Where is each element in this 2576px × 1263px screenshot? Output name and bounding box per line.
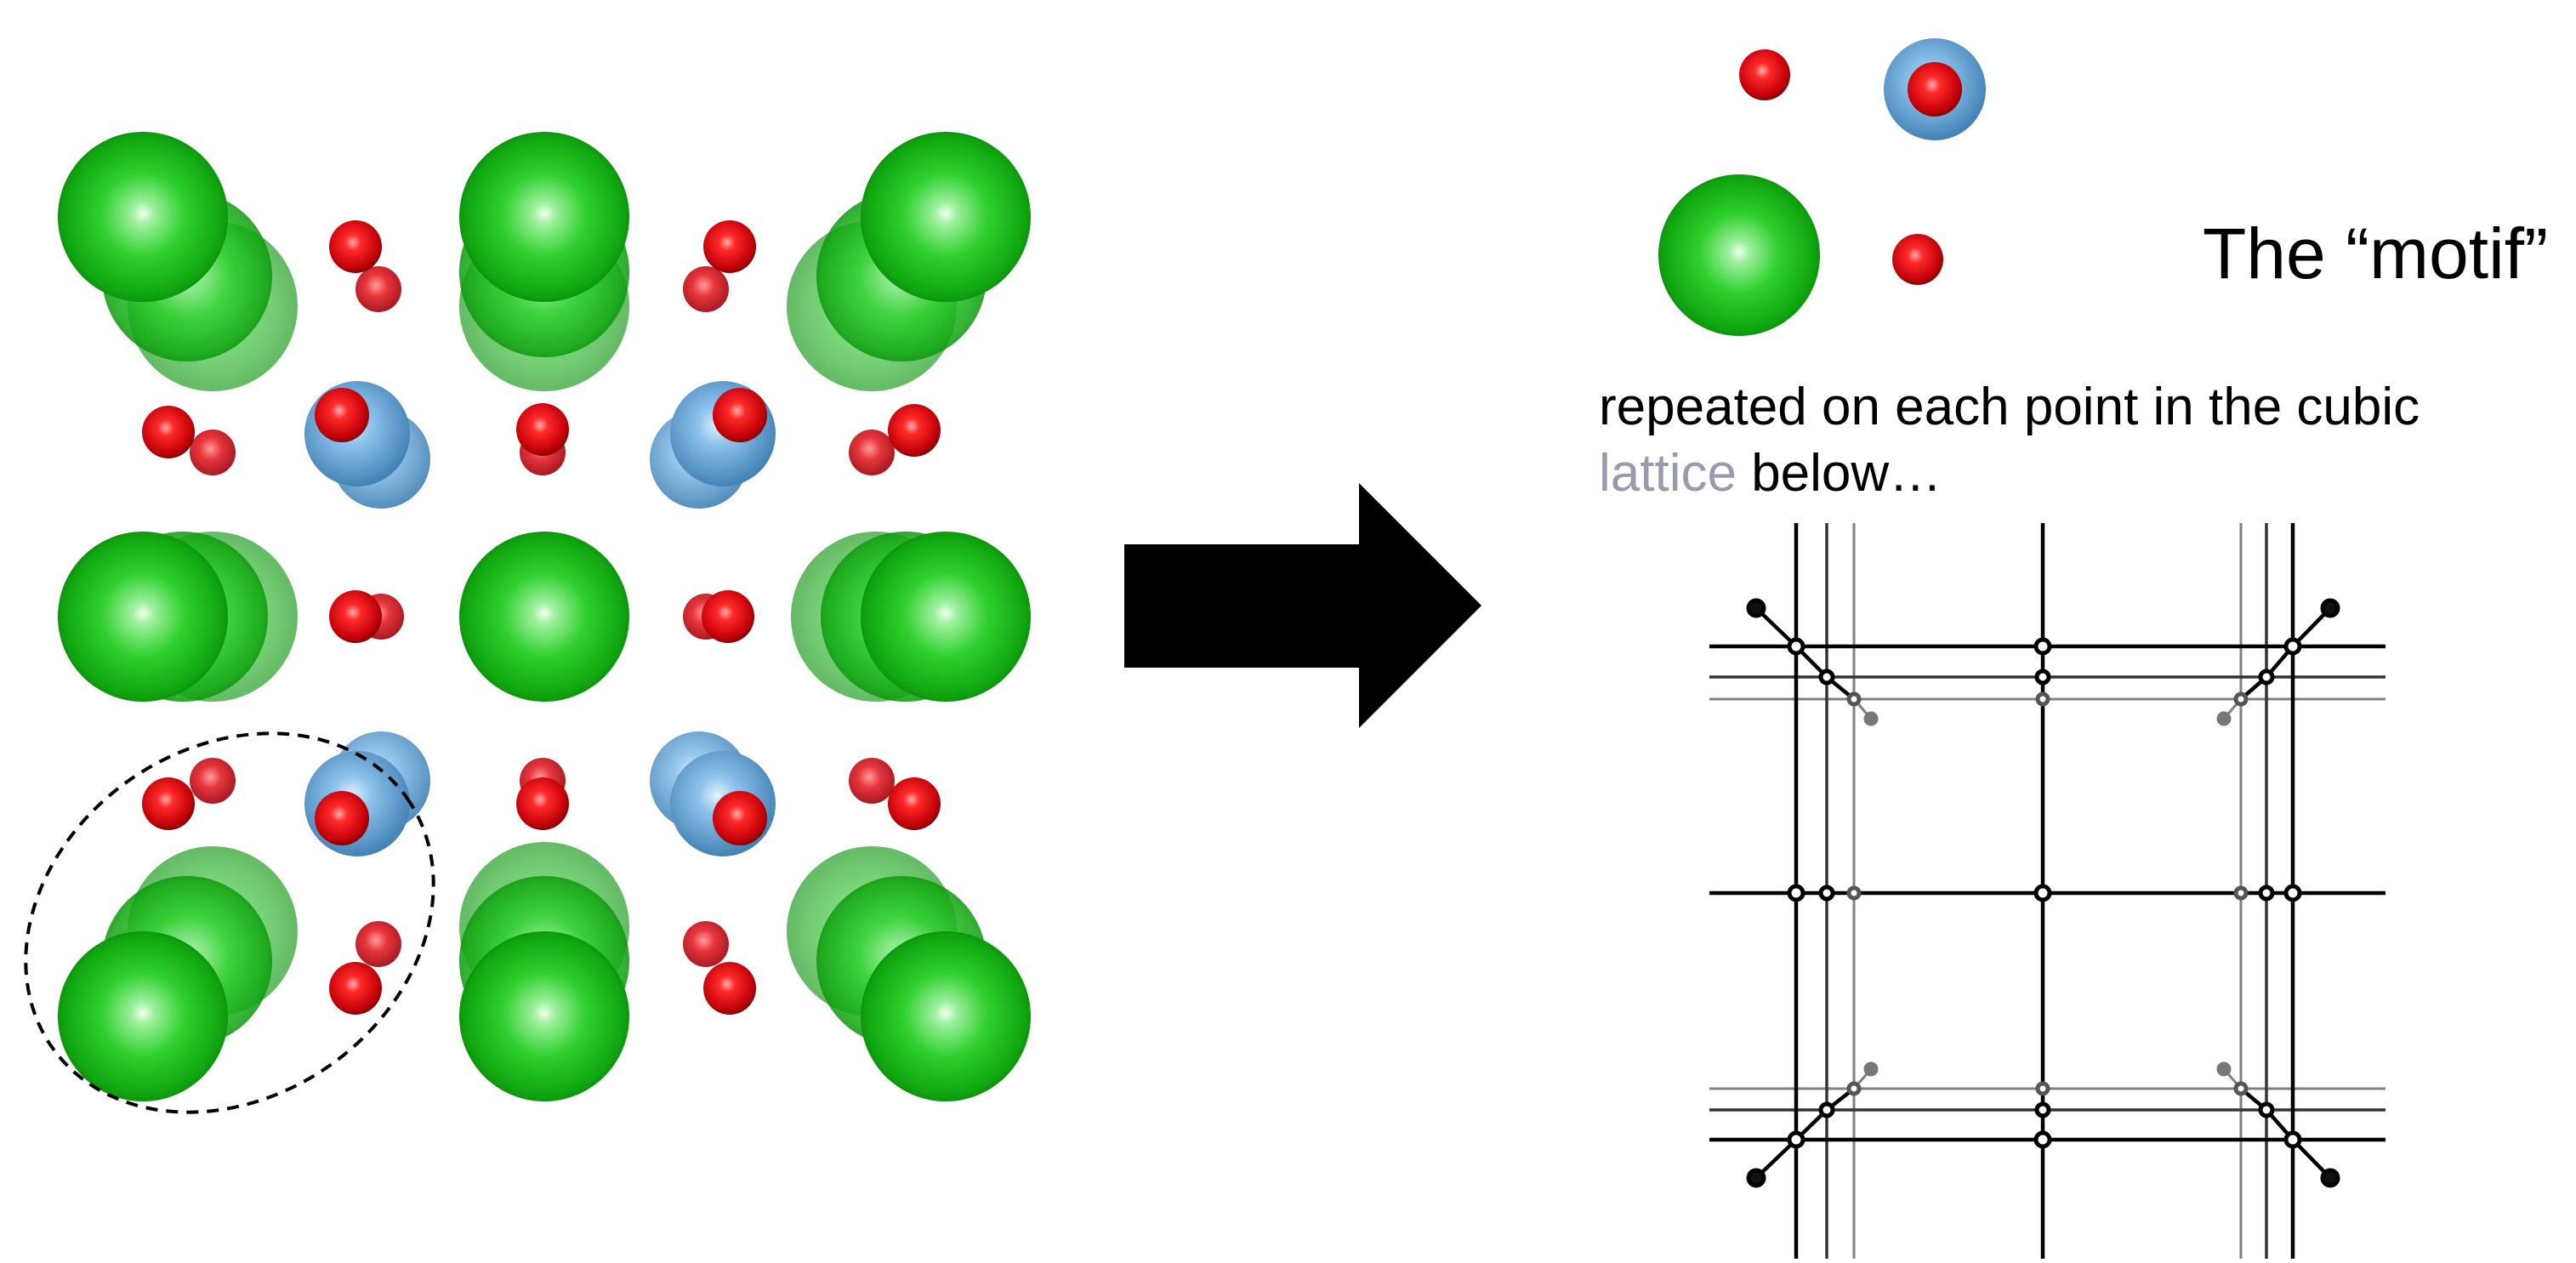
right-arrow-icon [1124,483,1481,728]
motif-oxygen-right [1892,234,1943,285]
chlorine-stack-top-right [787,132,1031,391]
motif-atoms [1658,38,1986,336]
chlorine-stack-bottom-left [58,846,298,1101]
cation-bottom-left [304,731,430,856]
motif-chlorine [1658,174,1820,336]
chlorine-stack-middle-left [58,532,298,702]
chlorine-stack-bottom-center [459,842,629,1101]
motif-label: The “motif” [2203,213,2549,293]
chlorine-stack-top-left [58,132,298,391]
cation-bottom-right [650,731,776,856]
chlorine-center [459,532,629,702]
motif-highlight-ellipse [24,731,435,1114]
chlorine-stack-top-center [459,132,629,391]
caption-line-2: lattice below… [1599,441,2420,507]
chlorine-stack-middle-right [791,532,1031,702]
cation-top-left [304,381,430,509]
cubic-lattice [1709,523,2386,1259]
oxygen-atoms [142,220,941,1015]
motif-cation-oxygen [1908,62,1962,117]
lattice-caption: repeated on each point in the cubic latt… [1599,374,2420,507]
lattice-points [1746,598,2340,1188]
motif-oxygen-top [1739,49,1790,100]
caption-line-1: repeated on each point in the cubic [1599,378,2420,436]
chlorine-stack-bottom-right [787,846,1031,1101]
cation-top-right [650,381,776,509]
lattice-word: lattice [1599,444,1737,503]
crystal-structure [24,132,1031,1114]
caption-line-2-rest: below… [1736,444,1942,503]
